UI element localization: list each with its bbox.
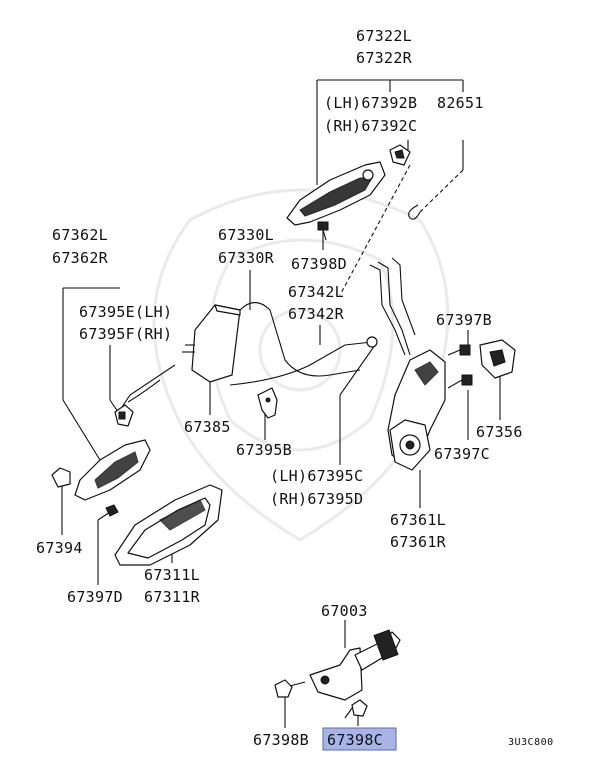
label-67361R: 67361R xyxy=(390,533,447,551)
screw-67397B xyxy=(447,344,471,356)
cap-67394 xyxy=(51,467,71,488)
label-67398C: 67398C xyxy=(327,731,383,749)
clip-67392 xyxy=(389,144,411,166)
label-67342R: 67342R xyxy=(288,305,345,323)
screw-67397C xyxy=(447,374,473,389)
label-67003: 67003 xyxy=(321,602,368,620)
label-67322R: 67322R xyxy=(356,49,413,67)
leader-lines xyxy=(61,79,501,728)
label-67395E: 67395E(LH) xyxy=(79,303,172,321)
label-67397D: 67397D xyxy=(67,588,123,606)
label-67330L: 67330L xyxy=(218,226,274,244)
striker-67356 xyxy=(479,339,516,379)
label-67362L: 67362L xyxy=(52,226,108,244)
bracket-67395B xyxy=(257,387,278,419)
screw-67398D xyxy=(317,221,329,241)
label-67394: 67394 xyxy=(36,539,83,557)
label-67361L: 67361L xyxy=(390,511,446,529)
door-check-67003 xyxy=(309,629,401,701)
box-67385 xyxy=(182,304,241,383)
label-67397B: 67397B xyxy=(436,311,492,329)
label-67398B: 67398B xyxy=(253,731,309,749)
bezel-67311 xyxy=(114,484,223,566)
label-67356: 67356 xyxy=(476,423,523,441)
label-67395C: (LH)67395C xyxy=(270,467,363,485)
screw-67397D xyxy=(105,504,119,517)
label-67311L: 67311L xyxy=(144,566,200,584)
label-82651: 82651 xyxy=(437,94,484,112)
label-67322L: 67322L xyxy=(356,27,412,45)
inside-handle-67362 xyxy=(74,439,151,501)
label-67395F: 67395F(RH) xyxy=(79,325,172,343)
label-67362R: 67362R xyxy=(52,249,109,267)
label-67392C: (RH)67392C xyxy=(324,117,417,135)
highlight-67398C xyxy=(322,727,397,751)
label-67342L: 67342L xyxy=(288,283,344,301)
label-67397C: 67397C xyxy=(434,445,490,463)
bolt-67398C xyxy=(344,699,368,719)
label-67395B: 67395B xyxy=(236,441,292,459)
label-67395D: (RH)67395D xyxy=(270,490,363,508)
label-67311R: 67311R xyxy=(144,588,201,606)
label-67330R: 67330R xyxy=(218,249,275,267)
clip-67395E xyxy=(114,404,134,427)
label-67392B: (LH)67392B xyxy=(324,94,417,112)
latch-67361 xyxy=(366,336,446,471)
part-labels: 67322L 67322R (LH)67392B (RH)67392C 8265… xyxy=(36,27,554,749)
label-67385: 67385 xyxy=(184,418,231,436)
bolt-67398B xyxy=(274,679,306,698)
hook-82651 xyxy=(408,204,421,220)
outside-handle-67322 xyxy=(286,161,386,226)
diagram-code: 3U3C800 xyxy=(508,737,554,748)
label-67398D: 67398D xyxy=(291,255,347,273)
rods xyxy=(369,257,416,356)
cables xyxy=(119,301,373,411)
